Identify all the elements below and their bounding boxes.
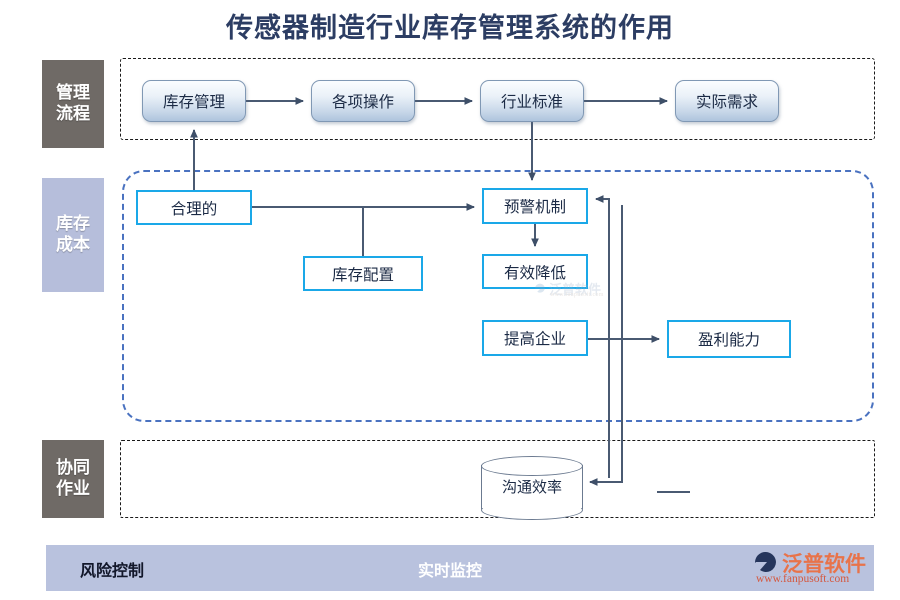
process-box-industry-standard[interactable]: 行业标准 <box>480 80 584 122</box>
footer-bar: 风险控制 实时监控 <box>46 545 874 591</box>
footer-realtime-monitor-label: 实时监控 <box>418 561 483 580</box>
band-line-2: 成本 <box>56 235 90 255</box>
cylinder-communication-efficiency[interactable]: 沟通效率 <box>481 456 583 520</box>
band-label-collaborative-work: 协同 作业 <box>42 440 104 518</box>
cost-box-improve-enterprise[interactable]: 提高企业 <box>482 320 588 356</box>
cost-box-effective-reduction[interactable]: 有效降低 <box>482 254 588 289</box>
cost-box-warning-mechanism[interactable]: 预警机制 <box>482 188 588 224</box>
band-line-2: 流程 <box>56 104 90 124</box>
brand-logo[interactable]: 泛普软件 www.fanpusoft.com <box>752 547 894 589</box>
band-label-inventory-cost: 库存 成本 <box>42 178 104 292</box>
process-box-inventory-management[interactable]: 库存管理 <box>142 80 246 122</box>
fanpu-logo-mark-icon <box>754 551 776 572</box>
cylinder-top-ellipse <box>481 456 583 476</box>
process-box-actual-demand[interactable]: 实际需求 <box>675 80 779 122</box>
process-box-operations[interactable]: 各项操作 <box>311 80 415 122</box>
cost-box-inventory-config[interactable]: 库存配置 <box>303 256 423 291</box>
cost-box-reasonable[interactable]: 合理的 <box>136 190 252 225</box>
band-line-1: 管理 <box>56 82 90 103</box>
brand-name: 泛普软件 <box>782 551 866 576</box>
zone-management-process <box>120 58 875 140</box>
footer-risk-control-label: 风险控制 <box>80 561 145 580</box>
band-line-2: 作业 <box>56 479 90 499</box>
zone-inventory-cost <box>122 170 874 422</box>
band-line-1: 协同 <box>56 457 90 478</box>
cost-box-profitability[interactable]: 盈利能力 <box>667 320 791 358</box>
cylinder-label: 沟通效率 <box>501 478 562 496</box>
brand-url: www.fanpusoft.com <box>756 573 850 585</box>
page-title: 传感器制造行业库存管理系统的作用 <box>226 13 674 44</box>
band-label-management-process: 管理 流程 <box>42 60 104 148</box>
band-line-1: 库存 <box>56 213 90 234</box>
